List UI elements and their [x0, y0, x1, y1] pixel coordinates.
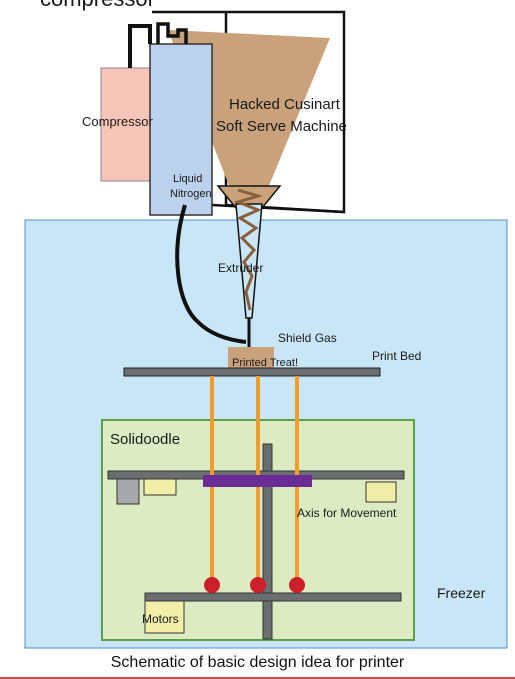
compressor-tube: [128, 24, 152, 68]
motor-ball-left: [204, 577, 220, 593]
motor-ball-middle: [250, 577, 266, 593]
left-yellow-block: [143, 478, 177, 496]
printed-treat-block: [228, 347, 274, 369]
extruder-screw: [233, 188, 264, 311]
liquid-nitrogen-tank: [149, 43, 213, 216]
printed-treat-label: Printed Treat!: [232, 357, 298, 369]
extruder-label: Extruder: [218, 261, 263, 275]
print-bed: [123, 367, 381, 377]
motors-block: [144, 600, 185, 634]
motor-ball-right: [289, 577, 305, 593]
top-cut-label: compressor: [40, 0, 155, 11]
extruder-nozzle: [235, 203, 263, 319]
liquid-nitrogen-label-1: Liquid: [173, 173, 202, 185]
center-post: [262, 443, 273, 640]
shield-gas-tube: [175, 204, 247, 344]
machine-label-2: Soft Serve Machine: [216, 118, 347, 135]
shield-gas-label: Shield Gas: [278, 331, 337, 345]
right-yellow-block: [365, 481, 397, 503]
motors-label: Motors: [142, 612, 179, 626]
freezer-label: Freezer: [437, 585, 486, 601]
compressor-box: [100, 67, 154, 182]
axis-label: Axis for Movement: [297, 506, 397, 520]
axis-carriage: [203, 475, 312, 487]
machine-label-1: Hacked Cusinart: [229, 96, 341, 113]
compressor-label: Compressor: [82, 114, 153, 129]
left-gray-block: [116, 478, 140, 505]
liquid-nitrogen-label-2: Nitrogen: [170, 188, 212, 200]
figure-caption: Schematic of basic design idea for print…: [110, 654, 405, 671]
solidoodle-label: Solidoodle: [110, 431, 180, 448]
bottom-rule: [0, 677, 515, 679]
nitrogen-tube-top: [156, 22, 188, 44]
lower-rail: [144, 592, 402, 602]
print-bed-label: Print Bed: [372, 349, 421, 363]
